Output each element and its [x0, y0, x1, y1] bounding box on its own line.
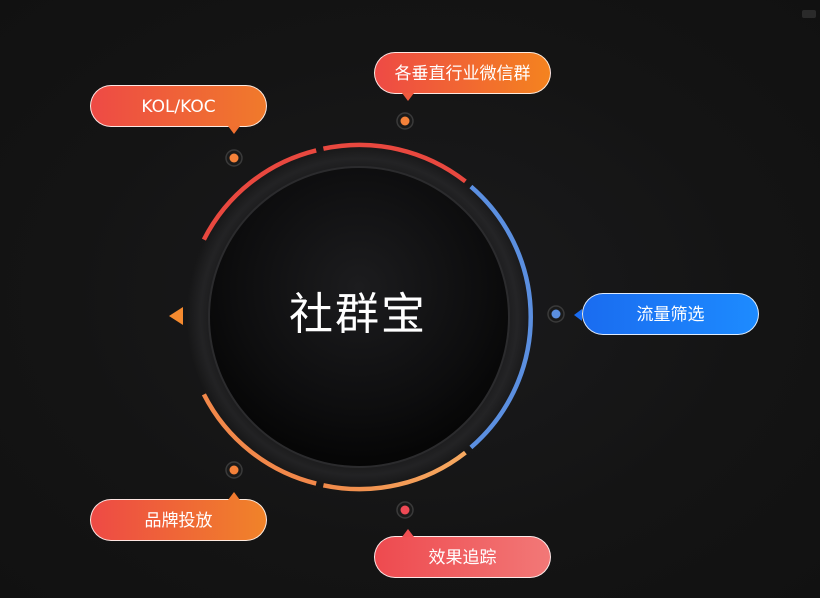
dot-flow: [547, 305, 565, 323]
ring-arc-red: [201, 148, 317, 241]
node-brand-placement-bubble: 品牌投放: [90, 492, 267, 541]
center-disc: [208, 166, 510, 468]
node-kol-bubble: KOL/KOC: [90, 85, 267, 134]
node-wechat-groups-bubble: 各垂直行业微信群: [374, 52, 551, 101]
bubble-tail: [574, 309, 582, 321]
dot-brand: [225, 461, 243, 479]
left-arrow-icon: [169, 307, 183, 325]
node-brand-placement-label: 品牌投放: [144, 511, 213, 531]
node-effect-tracking-label: 效果追踪: [428, 548, 497, 568]
node-wechat-groups-label: 各垂直行业微信群: [394, 64, 531, 84]
ring-arc-blue: [469, 184, 533, 450]
ring-arc-orange-bottom: [322, 450, 467, 492]
bubble-tail: [228, 492, 240, 500]
bubble-tail: [402, 529, 414, 537]
dot-kol: [225, 149, 243, 167]
dot-wechat: [396, 112, 414, 130]
bubble-tail: [402, 93, 414, 101]
center-title: 社群宝: [289, 289, 427, 340]
bubble-tail: [228, 126, 240, 134]
node-traffic-filter-bubble: 流量筛选: [574, 293, 759, 335]
ring-arc-orange-left: [201, 393, 317, 486]
dot-track: [396, 501, 414, 519]
node-effect-tracking-bubble: 效果追踪: [374, 529, 551, 578]
corner-watermark: [802, 10, 816, 18]
node-kol-label: KOL/KOC: [141, 97, 216, 117]
node-traffic-filter-label: 流量筛选: [636, 305, 705, 325]
ring-arc-red-top: [322, 142, 467, 184]
